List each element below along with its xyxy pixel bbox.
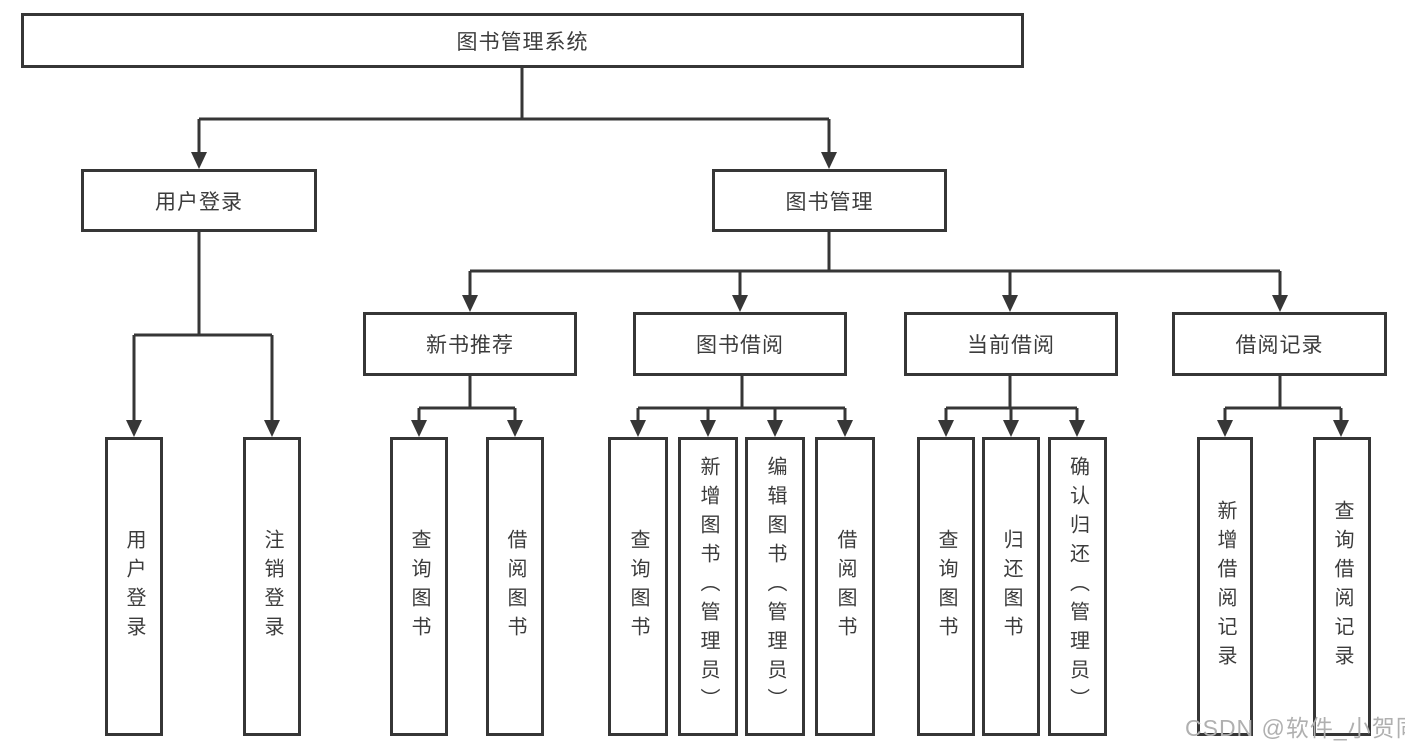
leaf-current-query-books: 查询图书 (917, 437, 975, 736)
arrow-book-management (821, 152, 837, 169)
leaf-label: 编辑图书（管理员） (764, 456, 786, 717)
node-book-management: 图书管理 (712, 169, 947, 232)
leaf-recommend-borrow-books: 借阅图书 (486, 437, 544, 736)
node-label: 图书管理系统 (456, 30, 589, 54)
edge-current-to-leaves (938, 376, 1085, 437)
leaf-borrow-add-books-admin: 新增图书（管理员） (678, 437, 738, 736)
node-label: 图书借阅 (696, 334, 784, 357)
node-book-borrow: 图书借阅 (633, 312, 847, 376)
leaf-borrow-edit-books-admin: 编辑图书（管理员） (745, 437, 805, 736)
csdn-watermark: CSDN @软件_小贺同学 (1185, 715, 1405, 741)
arrow-leaf-current-query (938, 420, 954, 437)
node-user-login: 用户登录 (81, 169, 317, 232)
leaf-label: 借阅图书 (504, 528, 526, 645)
arrow-leaf-borrow-query (630, 420, 646, 437)
node-label: 当前借阅 (967, 334, 1055, 357)
edge-user-login-to-leaves (126, 232, 280, 437)
node-library-management-system: 图书管理系统 (21, 13, 1024, 68)
arrow-leaf-record-query (1333, 420, 1349, 437)
edge-record-to-leaves (1217, 376, 1349, 437)
leaf-label: 查询借阅记录 (1331, 499, 1353, 674)
node-current-borrow: 当前借阅 (904, 312, 1118, 376)
node-borrow-record: 借阅记录 (1172, 312, 1387, 376)
leaf-recommend-query-books: 查询图书 (390, 437, 448, 736)
leaf-record-query: 查询借阅记录 (1313, 437, 1371, 736)
arrow-leaf-current-return (1003, 420, 1019, 437)
leaf-label: 查询图书 (935, 528, 957, 645)
leaf-current-return-books: 归还图书 (982, 437, 1040, 736)
leaf-label: 借阅图书 (834, 528, 856, 645)
arrow-leaf-borrow-edit (767, 420, 783, 437)
leaf-current-confirm-return-admin: 确认归还（管理员） (1048, 437, 1107, 736)
arrow-leaf-record-add (1217, 420, 1233, 437)
arrow-book-borrow (732, 295, 748, 312)
arrow-borrow-record (1272, 295, 1288, 312)
node-label: 新书推荐 (426, 334, 514, 357)
node-new-book-recommend: 新书推荐 (363, 312, 577, 376)
leaf-record-add: 新增借阅记录 (1197, 437, 1253, 736)
node-label: 图书管理 (785, 190, 874, 214)
leaf-label: 注销登录 (261, 528, 283, 645)
leaf-label: 用户登录 (123, 528, 145, 645)
arrow-current-borrow (1002, 295, 1018, 312)
arrow-new-book-recommend (462, 295, 478, 312)
leaf-label: 新增图书（管理员） (697, 456, 719, 717)
arrow-leaf-recommend-query (411, 420, 427, 437)
arrow-leaf-logout (264, 420, 280, 437)
arrow-leaf-borrow-add (700, 420, 716, 437)
leaf-label: 查询图书 (627, 528, 649, 645)
arrow-leaf-recommend-borrow (507, 420, 523, 437)
node-label: 借阅记录 (1235, 334, 1324, 357)
arrow-user-login (191, 152, 207, 169)
leaf-logout-login: 注销登录 (243, 437, 301, 736)
edge-borrow-to-leaves (630, 376, 853, 437)
leaf-label: 查询图书 (408, 528, 430, 645)
edge-book-management-to-level3 (462, 232, 1288, 312)
arrow-leaf-user-login (126, 420, 142, 437)
edge-recommend-to-leaves (411, 376, 523, 437)
leaf-label: 归还图书 (1000, 528, 1022, 645)
leaf-borrow-borrow-books: 借阅图书 (815, 437, 875, 736)
edge-root-to-level2 (191, 68, 837, 169)
arrow-leaf-borrow-borrow (837, 420, 853, 437)
node-label: 用户登录 (155, 190, 243, 214)
arrow-leaf-current-confirm (1069, 420, 1085, 437)
leaf-borrow-query-books: 查询图书 (608, 437, 668, 736)
leaf-user-login: 用户登录 (105, 437, 163, 736)
leaf-label: 确认归还（管理员） (1066, 456, 1089, 717)
leaf-label: 新增借阅记录 (1214, 499, 1236, 674)
